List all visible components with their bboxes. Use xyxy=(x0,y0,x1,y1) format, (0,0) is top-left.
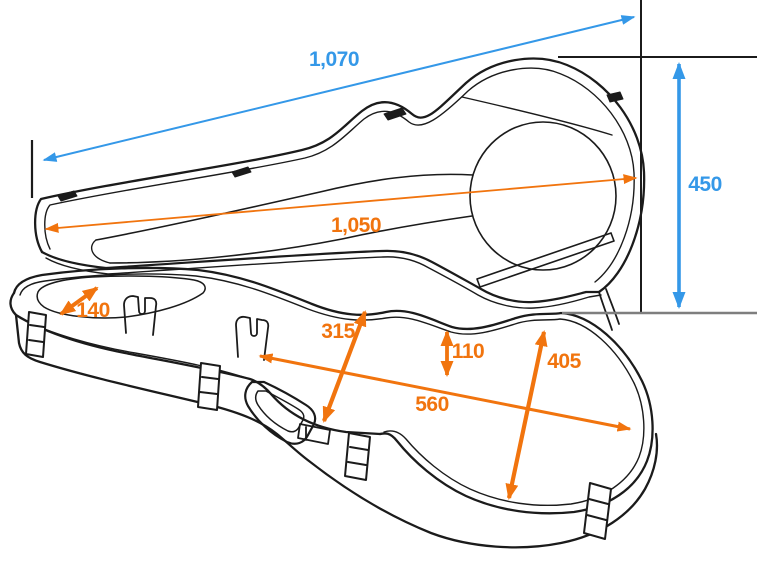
lid-near-rim-echo xyxy=(45,256,602,309)
lid-inner-wedge xyxy=(461,96,613,136)
handle xyxy=(244,380,317,445)
dim-label-1070: 1,070 xyxy=(308,48,360,71)
dim-label-315: 315 xyxy=(321,320,355,343)
lid-shell-connector xyxy=(598,288,620,331)
dim-label-110: 110 xyxy=(451,340,485,363)
lid-hinge-marks xyxy=(57,91,624,202)
dim-arrow-140 xyxy=(59,286,99,316)
dim-label-1050: 1,050 xyxy=(330,214,382,237)
shell-far-rim xyxy=(12,266,654,515)
neck-support-block xyxy=(235,315,270,361)
shell-far-rim-echo xyxy=(19,273,645,506)
latches xyxy=(25,311,612,540)
shell-outer-wall xyxy=(14,313,659,549)
lid-inner-rim xyxy=(44,67,635,283)
dim-arrow-560 xyxy=(258,353,632,432)
dim-arrow-1070 xyxy=(42,15,636,162)
tray-floor xyxy=(36,275,206,319)
dim-arrow-405 xyxy=(505,330,548,500)
lid-outer-rim xyxy=(33,57,646,294)
dim-label-140: 140 xyxy=(76,299,110,322)
dim-label-560: 560 xyxy=(415,393,449,416)
neck-support-block xyxy=(123,295,158,336)
dimension-arrows xyxy=(42,15,686,500)
lid-recess-neck-end xyxy=(90,239,111,264)
dim-label-450: 450 xyxy=(688,173,722,196)
dim-arrow-1050 xyxy=(44,174,638,233)
lid-strip xyxy=(476,232,615,288)
dim-label-405: 405 xyxy=(547,350,581,373)
lid-recess-neck-top xyxy=(95,173,474,241)
